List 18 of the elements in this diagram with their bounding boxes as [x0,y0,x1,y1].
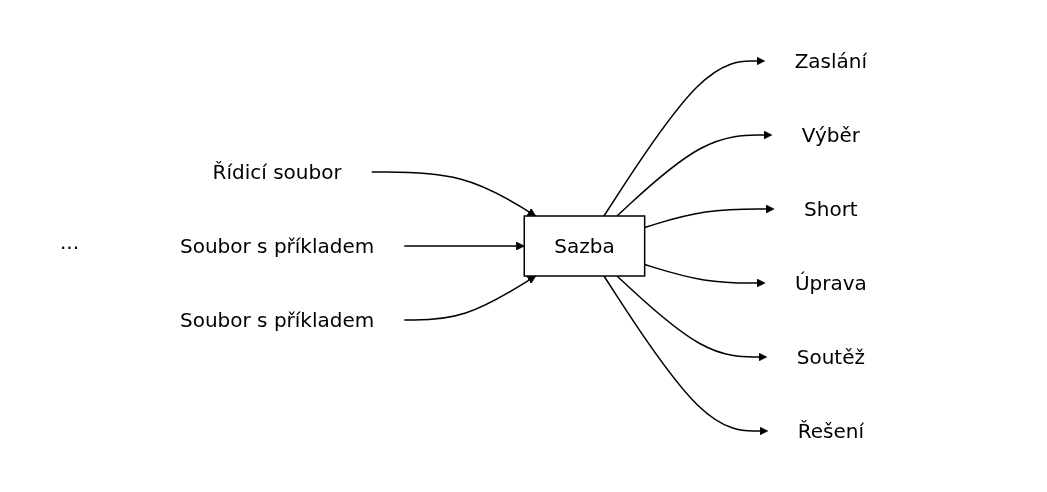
node-text: Výběr [801,123,860,147]
node-text: Soubor s příkladem [179,234,375,258]
node-box: Sazba [523,215,646,277]
node-text: Řídicí soubor [212,160,342,184]
arrow [603,275,769,436]
arrow [403,241,525,251]
node-text: Soutěž [796,345,865,369]
arrow [616,275,768,362]
arrow [616,130,773,217]
node-text: Soubor s příkladem [179,308,375,332]
arrow [370,171,537,217]
ellipsis-note: ... [60,230,80,254]
node-text: Zaslání [794,49,868,73]
node-text: Řešení [797,419,864,443]
node-text: Úprava [794,271,867,295]
arrow [603,56,765,217]
arrow [403,275,537,321]
node-text: Short [803,197,858,221]
